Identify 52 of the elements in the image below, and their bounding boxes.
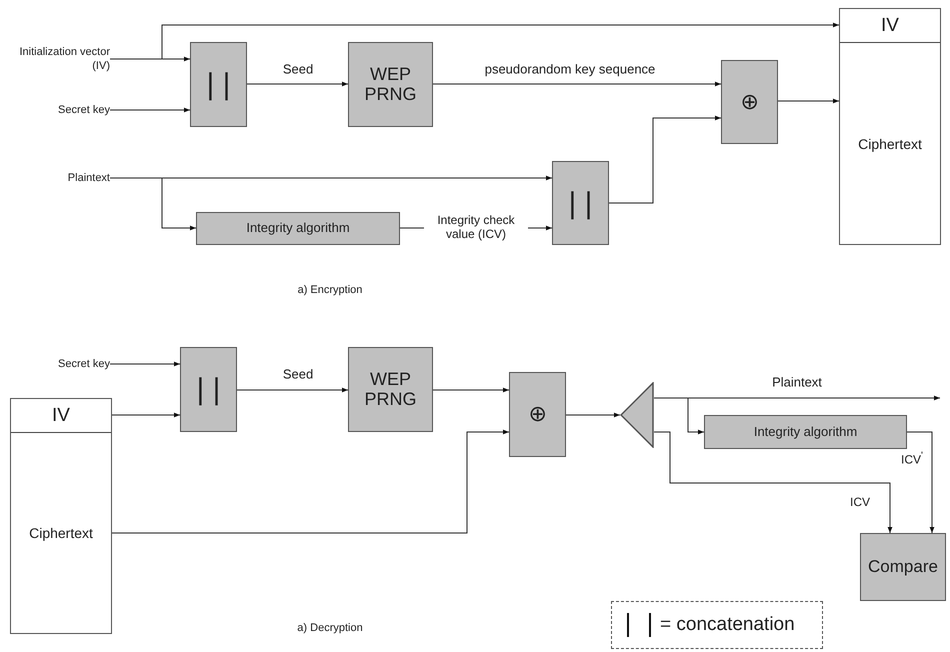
frame-label: Ciphertext xyxy=(28,524,94,543)
process-box xyxy=(348,42,433,127)
box-label: | | xyxy=(206,68,230,101)
arrow xyxy=(110,108,190,112)
arrow xyxy=(654,398,704,434)
arrow xyxy=(110,362,180,366)
process-box xyxy=(196,212,400,245)
frame-header: IV xyxy=(11,399,111,433)
input-label: Initialization vector (IV) xyxy=(15,45,110,75)
arrow xyxy=(432,388,510,392)
process-box xyxy=(552,161,609,245)
arrow xyxy=(110,178,196,230)
input-label: Secret key xyxy=(30,357,110,372)
box-label: Integrity algorithm xyxy=(246,221,350,236)
process-box xyxy=(721,60,778,144)
arrow xyxy=(246,82,348,86)
output-frame xyxy=(839,8,941,245)
arrow xyxy=(566,412,620,418)
splitter-triangle xyxy=(620,382,654,448)
box-label: | | xyxy=(568,186,592,220)
box-label: | | xyxy=(196,373,220,406)
arrow xyxy=(608,116,722,204)
process-box xyxy=(180,347,237,432)
arrow xyxy=(906,432,934,534)
process-box xyxy=(348,347,433,432)
arrow xyxy=(110,22,840,60)
legend-label: = concatenation xyxy=(660,614,795,636)
box-label: ⊕ xyxy=(740,90,758,114)
frame-header: IV xyxy=(840,9,940,43)
arrow xyxy=(778,98,840,104)
process-box xyxy=(190,42,247,127)
box-label: Integrity algorithm xyxy=(754,424,858,440)
arrow xyxy=(236,388,348,392)
process-box xyxy=(509,372,566,457)
box-label: ⊕ xyxy=(528,402,546,427)
caption: a) Decryption xyxy=(297,622,363,634)
process-box xyxy=(704,415,907,449)
input-label: Plaintext xyxy=(30,171,110,186)
arrow xyxy=(654,432,892,534)
edge-label: Integrity check value (ICV) xyxy=(424,214,528,242)
caption: a) Encryption xyxy=(298,284,362,296)
input-label: Secret key xyxy=(30,103,110,118)
arrow xyxy=(112,412,180,418)
process-box xyxy=(860,533,946,601)
edge-label: pseudorandom key sequence xyxy=(482,62,658,78)
box-label: WEP PRNG xyxy=(363,370,418,410)
frame-label: Ciphertext xyxy=(857,134,923,154)
arrow xyxy=(112,430,510,534)
output-frame xyxy=(10,398,112,634)
arrow xyxy=(432,82,722,86)
box-label: Compare xyxy=(868,558,938,576)
box-label: WEP PRNG xyxy=(363,64,418,104)
